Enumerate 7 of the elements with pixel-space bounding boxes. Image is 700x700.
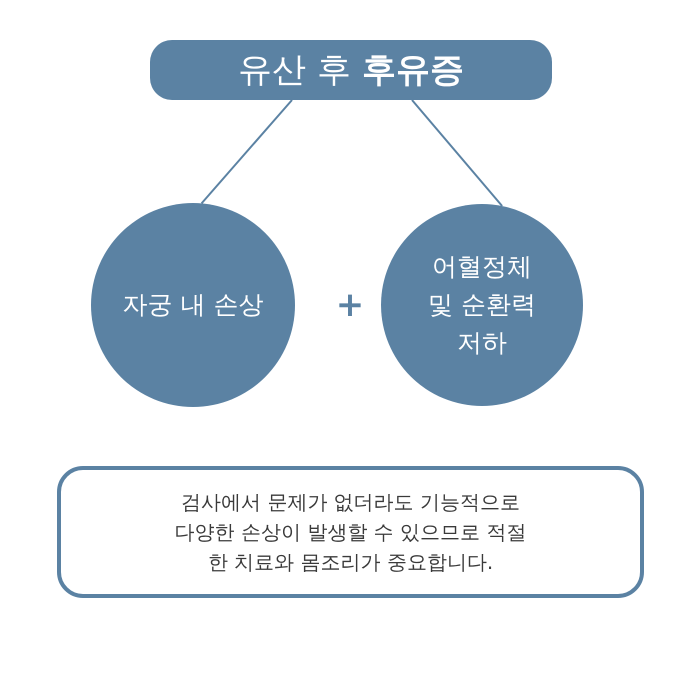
circle-label: 어혈정체 및 순환력 저하 [427,251,537,359]
plus-sign: + [334,285,366,325]
note-box: 검사에서 문제가 없더라도 기능적으로 다양한 손상이 발생할 수 있으므로 적절한 치료와 몸조리가 중요합니다. [57,466,644,598]
connector-line [411,99,503,207]
circle-label: 자궁 내 손상 [122,289,264,321]
connector-line [200,99,293,204]
title-box: 유산 후 후유증 [150,40,552,100]
